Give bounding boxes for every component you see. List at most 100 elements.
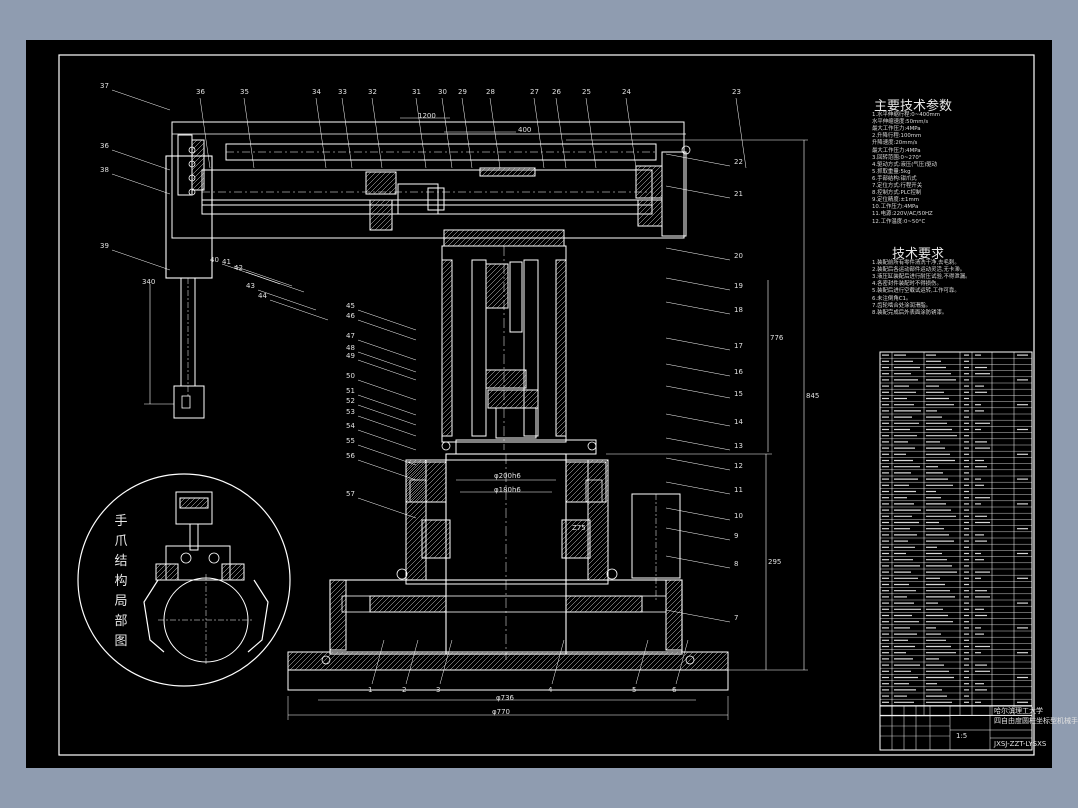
hatch-line [507,369,527,389]
leader-left-56 [357,459,417,481]
hatch-line [665,613,683,631]
hatch-line [507,229,525,247]
inset-rod [189,523,199,551]
hatch-line [637,199,654,216]
hatch-line [403,595,421,613]
hatch-line [405,461,442,498]
hatch-line [441,259,453,271]
balloon-top-34: 34 [312,88,321,96]
hatch-line [191,172,205,186]
hatch-line [410,466,447,503]
inset-pivot-left [180,552,192,564]
hatch-line [614,651,634,671]
leader-left-55 [357,444,417,466]
hatch-line [489,651,509,671]
hatch-line [379,217,393,231]
leader-bottom-6 [675,639,689,685]
inner-tube-left [471,259,487,437]
hatch-line [709,651,729,671]
hatch-line [634,651,654,671]
hatch-line [565,461,577,473]
hatch-line [354,651,374,671]
thrust-block [487,389,539,409]
hatch-line [589,595,607,613]
hatch-line [653,189,663,199]
balloon-left-55: 55 [346,437,355,445]
title-drawing-name: 四自由度圆柱坐标型机械手总装图 [994,717,1078,725]
right-end-plate [661,151,687,237]
hatch-line [634,604,643,613]
leader-bottom-5 [635,639,649,685]
hatch-line [485,271,509,295]
balloon-left-45: 45 [346,302,355,310]
dim-text-gear: Z75 [572,524,586,532]
inset-link-right [221,563,245,581]
tech-param-line: 10.工作压力:4MPa [872,204,919,211]
hatch-line [454,651,474,671]
hatch-line [405,479,427,501]
leader-left-41 [233,265,293,287]
tech-param-line: 水平伸缩速度:50mm/s [872,119,929,126]
leader-left-39 [111,249,171,271]
drawing-sheet: 主要技术参数 1.水平伸缩行程:0~400mm 水平伸缩速度:50mm/s 最大… [26,40,1078,768]
hatch-line [309,651,329,671]
lift-piston-upper [485,263,509,309]
hatch-line [441,319,453,331]
leader-top-36 [199,97,211,169]
hatch-line [374,212,393,231]
hatch-line [604,595,622,613]
balloon-left-38: 38 [100,166,109,174]
hatch-line [413,595,431,613]
tech-param-line: 4.驱动方式:液压(气压)驱动 [872,161,938,168]
hatch-line [555,364,567,376]
hatch-line [438,604,447,613]
hatch-line [694,651,714,671]
balloon-right-17: 17 [734,342,743,350]
section-outline [561,519,591,559]
hatch-line [405,461,422,478]
hatch-line [287,651,299,663]
hatch-line [587,479,609,501]
hatch-line [414,651,434,671]
base-box-left-wall [329,579,347,651]
hatch-line [441,374,453,386]
hatch-line [564,434,567,437]
hatch-line [464,651,484,671]
hatch-line [594,651,614,671]
hatch-line [155,563,172,580]
hatch-line [487,389,499,401]
balloon-bottom-1: 1 [368,686,373,694]
tech-param-line: 12.工作温度:0~50°C [872,218,926,225]
hatch-line [497,229,515,247]
leader-right-16 [665,363,731,377]
title-scale: 1:5 [956,732,968,740]
inset-link-left [155,563,179,581]
hatch-line [191,139,203,151]
leader-left-50 [357,379,417,401]
hatch-line [410,564,427,581]
leader-left-36 [111,149,171,171]
hatch-line [587,519,609,541]
hatch-line [393,595,411,613]
hatch-line [565,461,572,468]
hatch-line [665,579,672,586]
hatch-line [649,651,669,671]
hatch-line [637,199,659,221]
hatch-line [565,595,582,612]
section-outline [329,579,347,651]
balloon-left-46: 46 [346,312,355,320]
hatch-line [204,504,209,509]
leader-top-26 [555,97,567,169]
hatch-line [599,651,619,671]
hatch-line [191,142,205,156]
hatch-line [405,549,427,571]
hatch-line [587,529,609,551]
leader-left-45 [357,309,417,331]
hatch-line [714,656,729,671]
hatch-line [555,379,567,391]
dim-text-base-inner: φ736 [496,694,514,702]
hatch-line [635,165,657,187]
hatch-line [405,461,427,483]
hatch-line [439,651,459,671]
hatch-line [438,546,451,559]
